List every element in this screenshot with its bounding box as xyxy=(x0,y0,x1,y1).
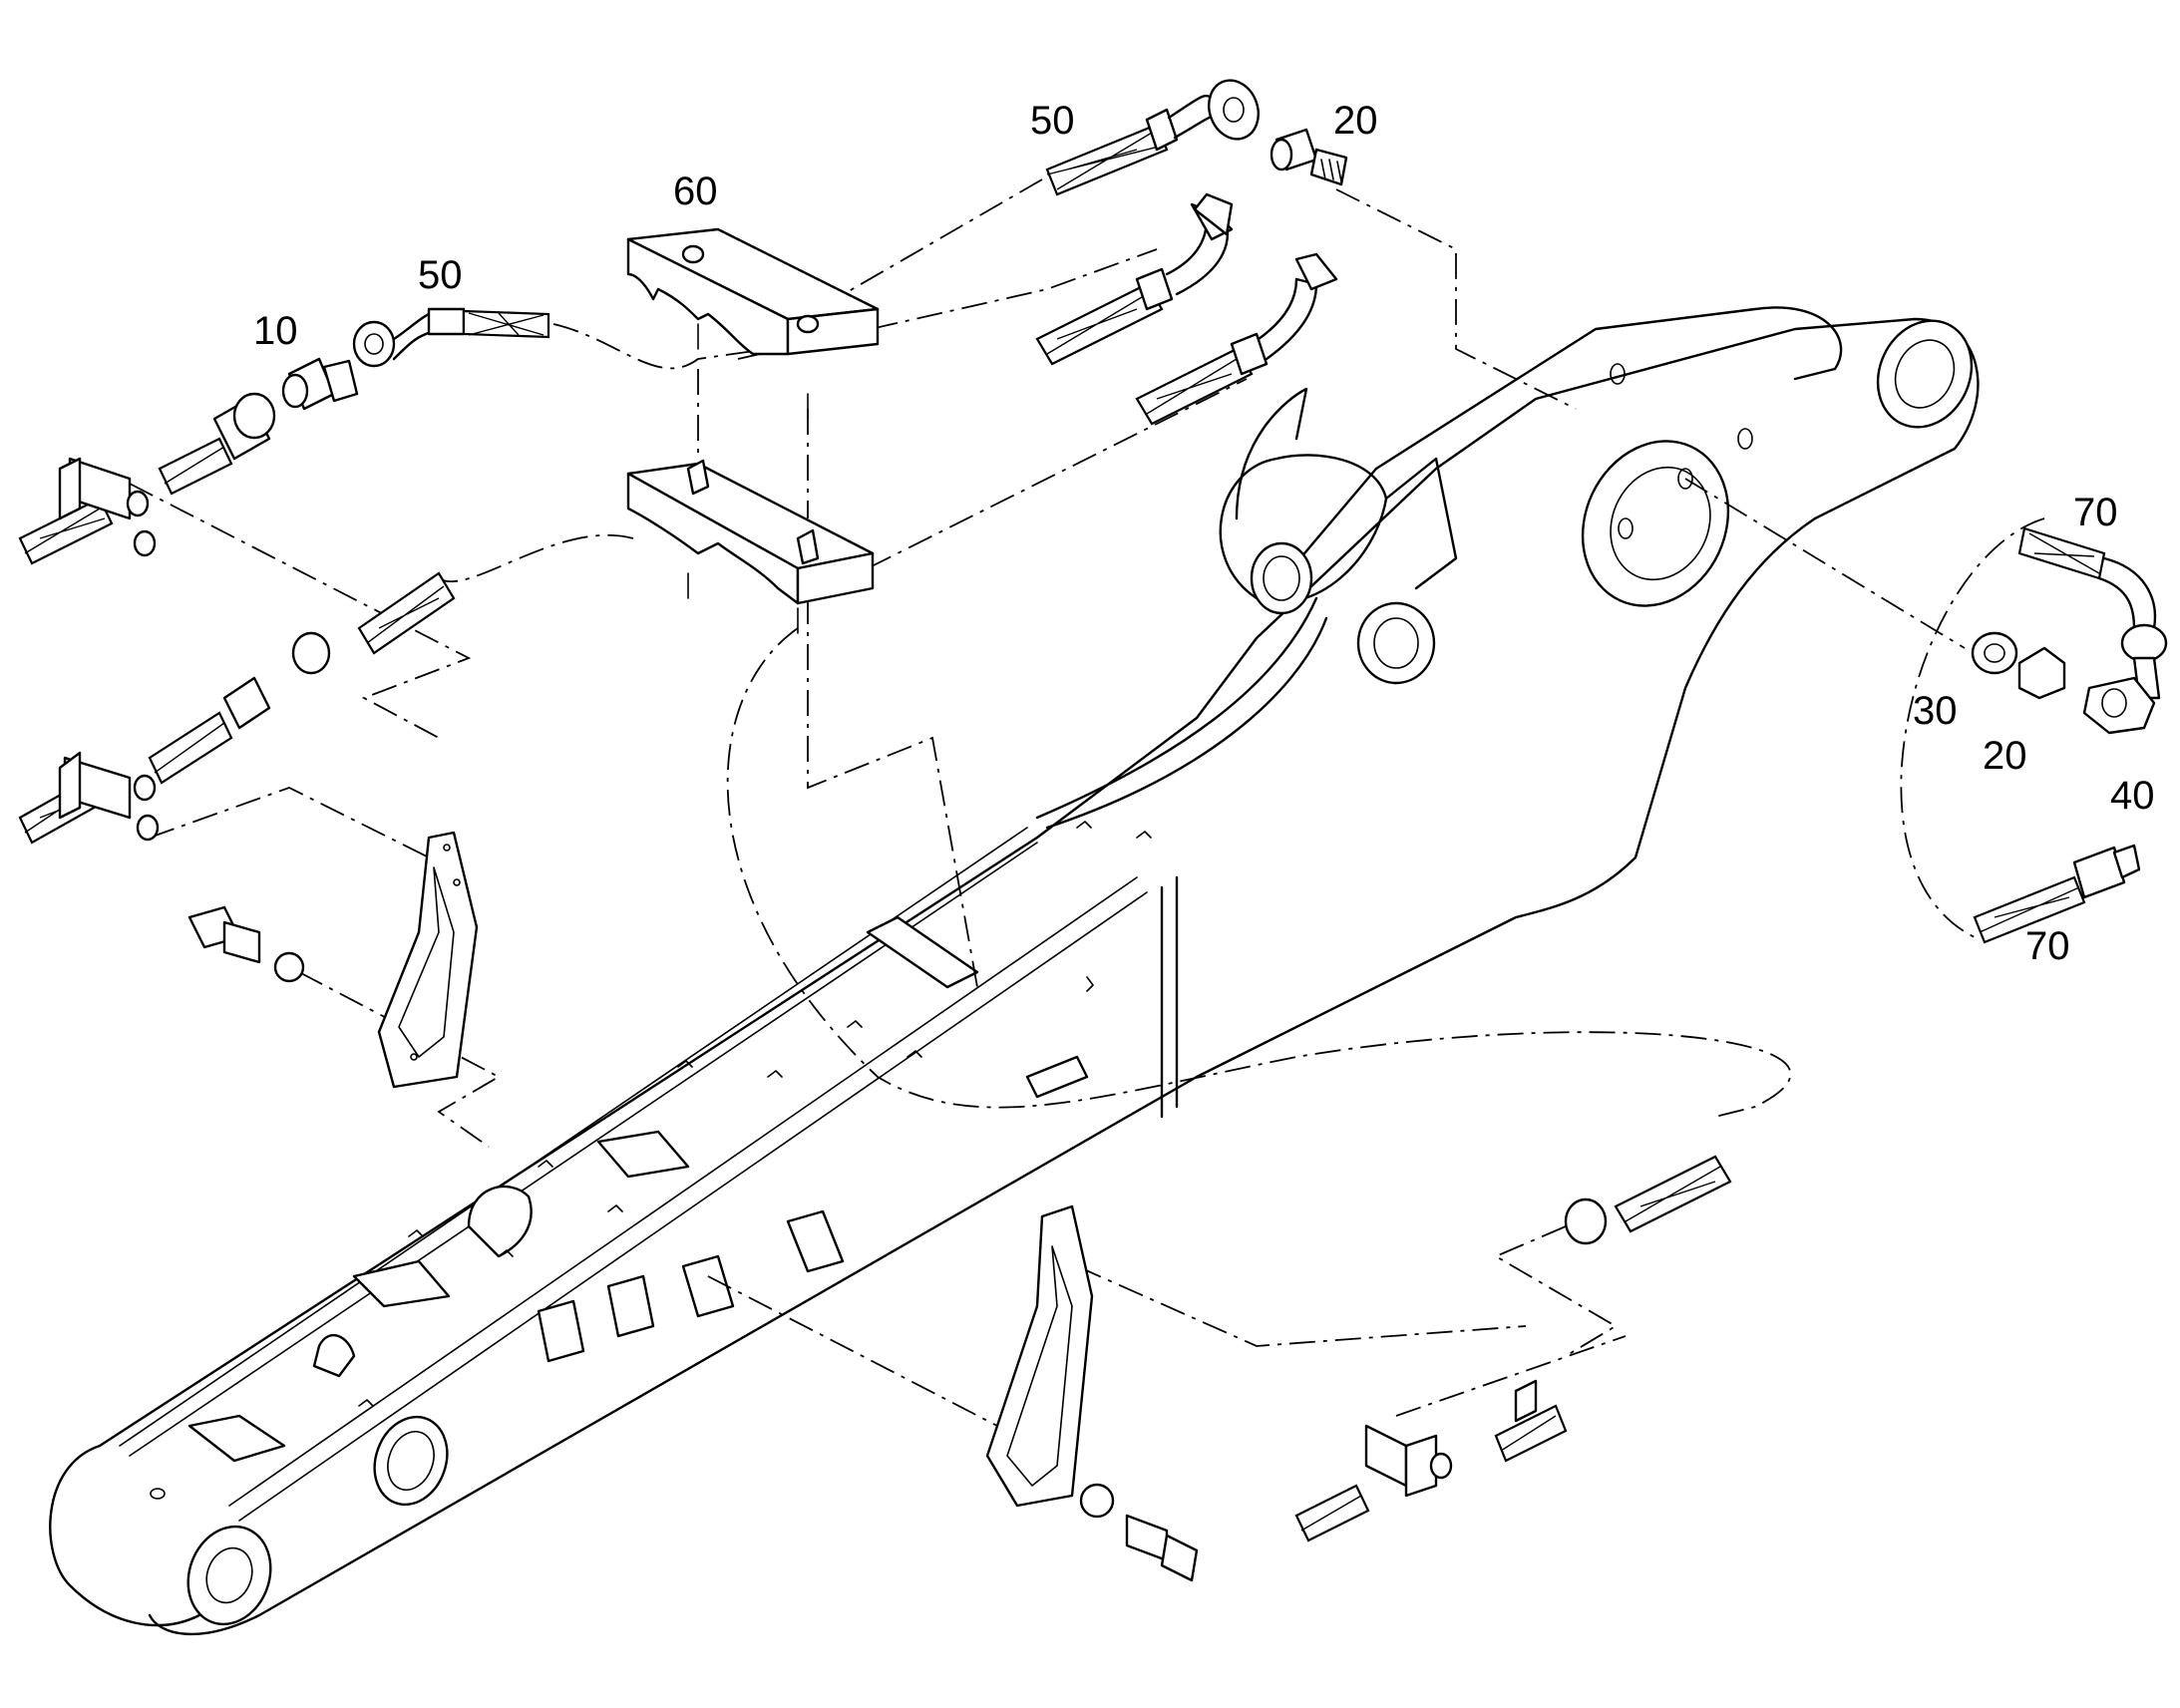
hose-middle-a xyxy=(1035,192,1234,366)
hose-right-lower xyxy=(1294,1155,1732,1542)
hose-left-middle xyxy=(291,571,456,675)
nut-20 xyxy=(2017,646,2066,700)
clamp-block-60-upper xyxy=(626,227,880,356)
callout-label: 50 xyxy=(418,253,463,297)
callout-label: 30 xyxy=(1913,689,1958,733)
hose-left-upper xyxy=(18,392,276,565)
fitting-40 xyxy=(2082,676,2156,735)
callout-label: 40 xyxy=(2110,774,2155,818)
hose-right-70-upper xyxy=(2017,526,2168,700)
callout-label: 20 xyxy=(1333,99,1378,143)
bracket-left xyxy=(377,831,479,1089)
bolt-left xyxy=(187,905,305,983)
boom-arm xyxy=(49,306,1980,1636)
clamp-block-60-lower xyxy=(626,323,875,634)
callout-label: 70 xyxy=(2025,924,2070,968)
callout-label: 70 xyxy=(2073,491,2118,534)
washer-30 xyxy=(1971,631,2018,675)
callout-label: 60 xyxy=(673,170,718,213)
callout-label: 20 xyxy=(1983,734,2027,778)
fitting-10 xyxy=(281,357,359,411)
bolt-right xyxy=(1079,1483,1199,1582)
hose-left-lower xyxy=(18,676,271,845)
hoses xyxy=(18,79,2168,1542)
bracket-right xyxy=(985,1204,1094,1508)
hose-right-70-lower xyxy=(1973,844,2141,944)
hose-top xyxy=(1045,79,1260,196)
callout-label: 50 xyxy=(1030,99,1075,143)
hose-left-50 xyxy=(352,307,550,368)
hose-middle-b xyxy=(1135,252,1338,426)
fitting-top-20 xyxy=(1270,128,1348,186)
callout-labels: 50 20 60 50 10 70 30 20 40 70 xyxy=(253,99,2155,968)
callout-label: 10 xyxy=(253,309,298,353)
